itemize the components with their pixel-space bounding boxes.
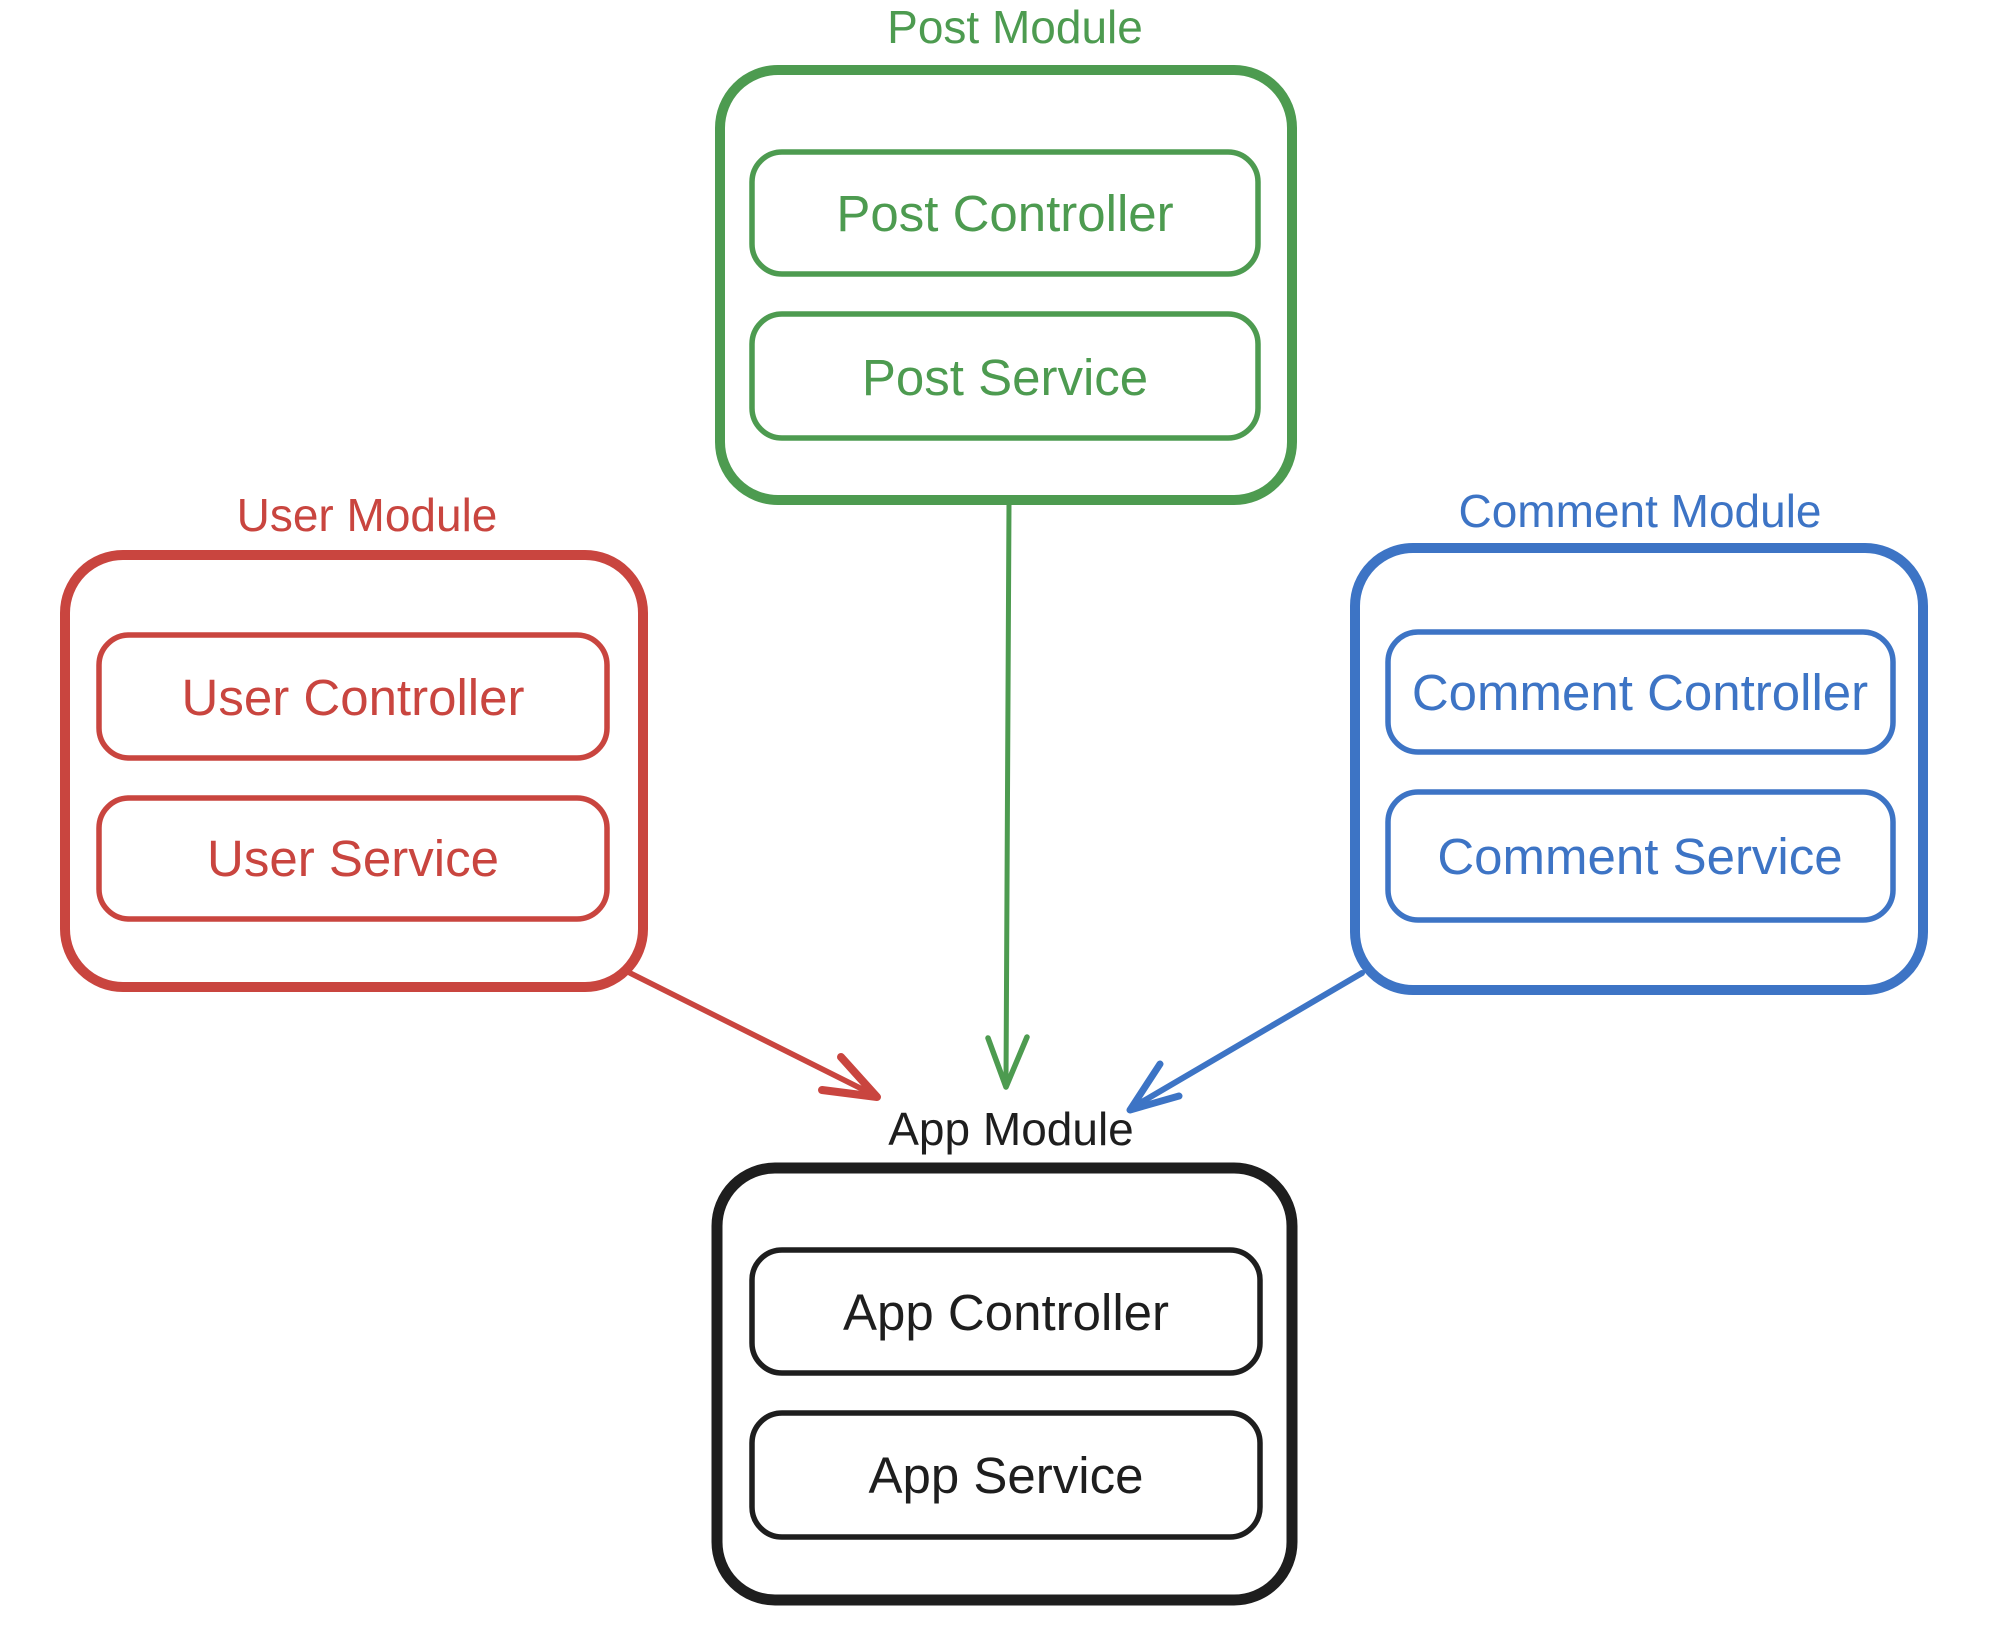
edge-post-to-app-line[interactable] <box>1003 500 1012 1086</box>
app-controller-label: App Controller <box>843 1284 1169 1341</box>
edge-comment-to-app-arrowhead[interactable] <box>1126 1060 1183 1114</box>
app-service-label: App Service <box>869 1447 1144 1504</box>
app-module-title: App Module <box>888 1103 1134 1155</box>
comment-module-title: Comment Module <box>1458 485 1821 537</box>
edge-user-to-app-line[interactable] <box>627 970 875 1097</box>
comment-service-label: Comment Service <box>1437 828 1842 885</box>
user-controller-label: User Controller <box>182 669 525 726</box>
post-controller-label: Post Controller <box>836 185 1173 242</box>
comment-module-group: Comment Module Comment Controller Commen… <box>1350 485 1928 995</box>
edge-post-to-app-arrowhead[interactable] <box>985 1034 1030 1090</box>
post-service-box[interactable] <box>749 311 1261 441</box>
post-module-group: Post Module Post Controller Post Service <box>715 1 1297 505</box>
comment-controller-box[interactable] <box>1385 629 1896 755</box>
edge-post-to-app[interactable] <box>985 500 1030 1090</box>
user-service-box[interactable] <box>96 795 610 922</box>
edge-user-to-app[interactable] <box>627 970 881 1101</box>
edge-comment-to-app[interactable] <box>1126 970 1365 1114</box>
edge-user-to-app-arrowhead[interactable] <box>818 1053 881 1101</box>
app-service-box[interactable] <box>749 1410 1263 1540</box>
app-module-box[interactable] <box>711 1162 1298 1606</box>
edge-comment-to-app-line[interactable] <box>1132 970 1365 1109</box>
post-module-title: Post Module <box>887 1 1143 53</box>
user-service-label: User Service <box>207 830 499 887</box>
comment-module-box[interactable] <box>1350 543 1928 995</box>
user-module-title: User Module <box>237 489 498 541</box>
comment-service-box[interactable] <box>1385 789 1896 923</box>
user-controller-box[interactable] <box>96 632 610 761</box>
app-module-group: App Module App Controller App Service <box>711 1103 1298 1606</box>
user-module-group: User Module User Controller User Service <box>60 489 648 992</box>
app-controller-box[interactable] <box>749 1247 1263 1376</box>
comment-controller-label: Comment Controller <box>1412 664 1868 721</box>
post-controller-box[interactable] <box>749 149 1261 277</box>
user-module-box[interactable] <box>60 550 648 992</box>
post-service-label: Post Service <box>862 349 1148 406</box>
post-module-box[interactable] <box>715 65 1297 505</box>
